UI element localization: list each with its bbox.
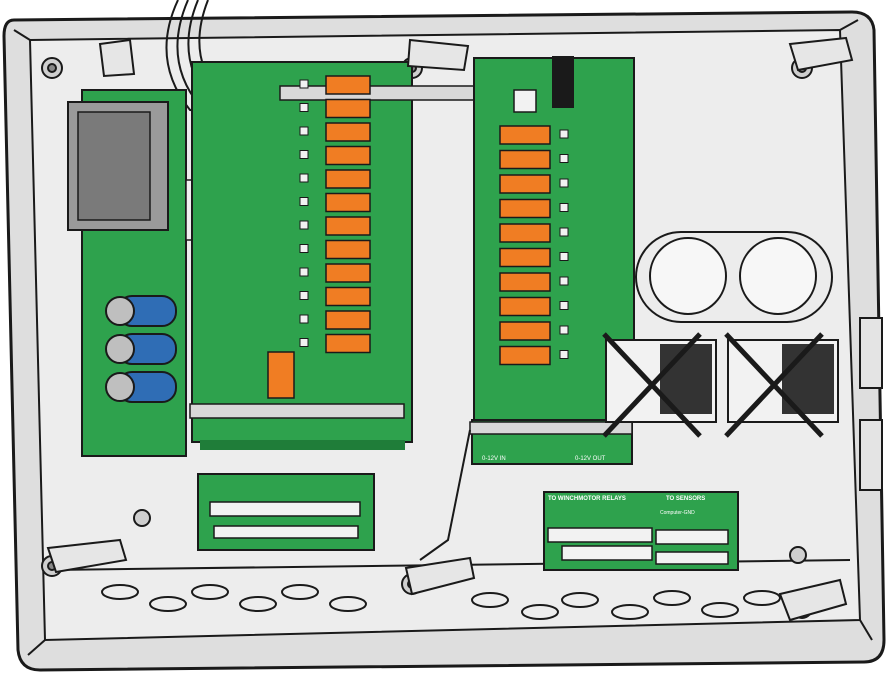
terminal-led <box>559 325 569 335</box>
relay-column-a <box>299 75 371 354</box>
terminal-led <box>559 301 569 310</box>
relay <box>325 239 371 260</box>
winchmotor-relays-label: TO WINCHMOTOR RELAYS <box>548 496 626 502</box>
power-supply-board <box>67 89 213 457</box>
ribbon-cable-link <box>279 85 505 101</box>
terminal-strip-a <box>189 403 405 419</box>
terminal-led <box>559 276 569 286</box>
knockout-holes <box>101 584 781 620</box>
terminal-board-bottom-right: TO WINCHMOTOR RELAYS TO SENSORS Computer… <box>543 491 739 571</box>
terminal-led <box>299 244 309 253</box>
crossed-out-contactor-icon <box>602 332 717 438</box>
relay <box>499 198 551 219</box>
terminal-led <box>559 252 569 261</box>
terminal-led <box>299 126 309 136</box>
relay <box>325 310 371 330</box>
terminal-led <box>299 197 309 206</box>
relay <box>325 98 371 119</box>
relay <box>325 263 371 283</box>
relay <box>325 75 371 95</box>
computer-gnd-label: Computer-GND <box>660 510 695 516</box>
terminal-led <box>299 79 309 89</box>
relay-board-left <box>189 61 505 450</box>
side-tab-lower <box>859 419 883 491</box>
relay <box>325 145 371 166</box>
terminal-led <box>559 154 569 163</box>
relay <box>325 286 371 307</box>
terminal-led <box>559 178 569 188</box>
label-12v-out: 0-12V OUT <box>575 456 606 462</box>
terminal-led <box>299 220 309 230</box>
relay <box>325 192 371 213</box>
terminal-led <box>299 267 309 277</box>
relay <box>325 216 371 236</box>
terminal-led <box>299 338 309 347</box>
label-12v-in: 0-12V IN <box>482 456 506 462</box>
terminal-led <box>559 350 569 359</box>
relay <box>499 125 551 145</box>
terminal-led <box>299 314 309 324</box>
relay <box>499 149 551 170</box>
fuse-block <box>267 351 295 399</box>
crossed-out-contactor-icon <box>724 332 839 438</box>
mounting-clips <box>46 36 854 622</box>
relay <box>499 296 551 317</box>
terminal-led <box>559 227 569 237</box>
capacitors <box>105 295 177 403</box>
connector-block <box>552 56 574 108</box>
relay <box>499 321 551 341</box>
terminal-led <box>299 173 309 183</box>
terminal-led <box>299 103 309 112</box>
to-sensors-label: TO SENSORS <box>666 496 705 502</box>
relay <box>499 223 551 243</box>
relay-column-b <box>499 125 569 366</box>
terminal-led <box>299 291 309 300</box>
relay <box>499 247 551 268</box>
cable-gland-holes <box>635 231 833 323</box>
terminal-led <box>559 203 569 212</box>
wire <box>419 429 471 561</box>
side-tab-upper <box>859 317 883 389</box>
relay <box>325 122 371 142</box>
terminal-board-bottom-left <box>197 473 375 551</box>
relay <box>325 169 371 189</box>
relay <box>499 174 551 194</box>
terminal-led <box>559 129 569 139</box>
relay <box>499 345 551 366</box>
relay <box>499 272 551 292</box>
relay <box>325 333 371 354</box>
terminal-led <box>299 150 309 159</box>
